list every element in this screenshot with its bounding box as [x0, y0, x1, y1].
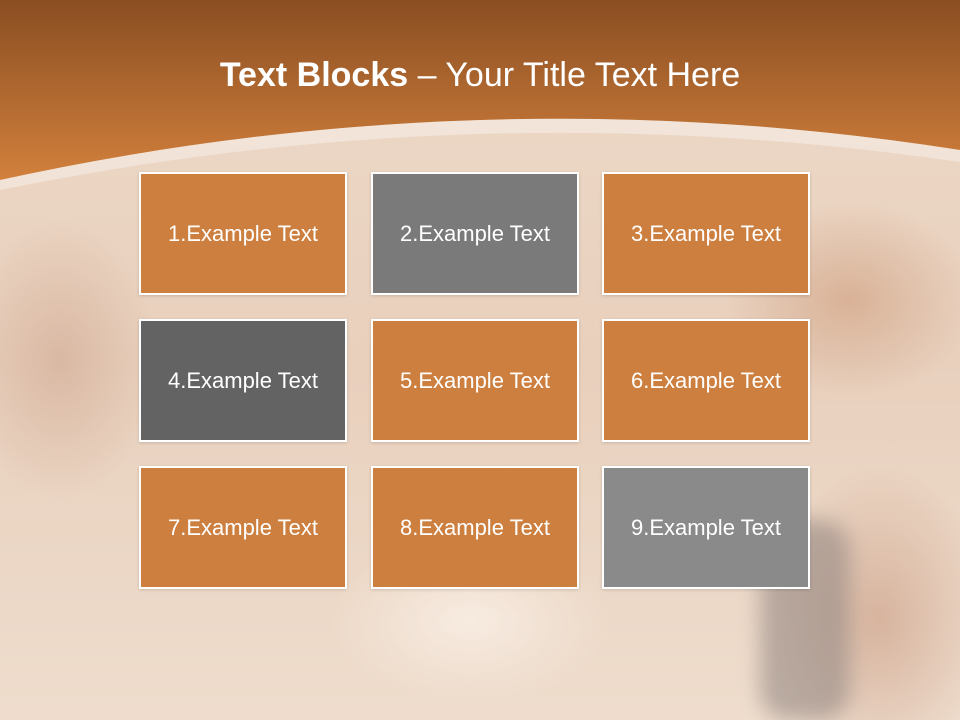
text-block-label: 5.Example Text — [399, 367, 550, 393]
text-block-4[interactable]: 4.Example Text — [139, 319, 347, 442]
text-block-1[interactable]: 1.Example Text — [139, 172, 347, 295]
text-block-5[interactable]: 5.Example Text — [371, 319, 579, 442]
title-bold-text: Text Blocks — [219, 56, 409, 94]
text-block-label: 6.Example Text — [630, 367, 781, 393]
title-dash: – — [417, 56, 437, 94]
text-block-label: 9.Example Text — [630, 514, 781, 540]
text-block-label: 4.Example Text — [167, 367, 318, 393]
text-block-3[interactable]: 3.Example Text — [602, 172, 810, 295]
text-block-label: 7.Example Text — [167, 514, 318, 540]
text-block-label: 3.Example Text — [630, 220, 781, 246]
text-block-2[interactable]: 2.Example Text — [371, 172, 579, 295]
text-block-6[interactable]: 6.Example Text — [602, 319, 810, 442]
header-swoosh — [0, 118, 960, 190]
text-block-label: 1.Example Text — [167, 220, 318, 246]
slide-title: Text Blocks – Your Title Text Here — [0, 54, 960, 96]
text-block-7[interactable]: 7.Example Text — [139, 466, 347, 589]
title-subtext: Your Title Text Here — [445, 56, 741, 94]
header-band — [0, 0, 960, 190]
text-block-8[interactable]: 8.Example Text — [371, 466, 579, 589]
text-block-label: 8.Example Text — [399, 514, 550, 540]
text-block-label: 2.Example Text — [399, 220, 550, 246]
text-block-9[interactable]: 9.Example Text — [602, 466, 810, 589]
header-band-fill — [0, 0, 960, 180]
